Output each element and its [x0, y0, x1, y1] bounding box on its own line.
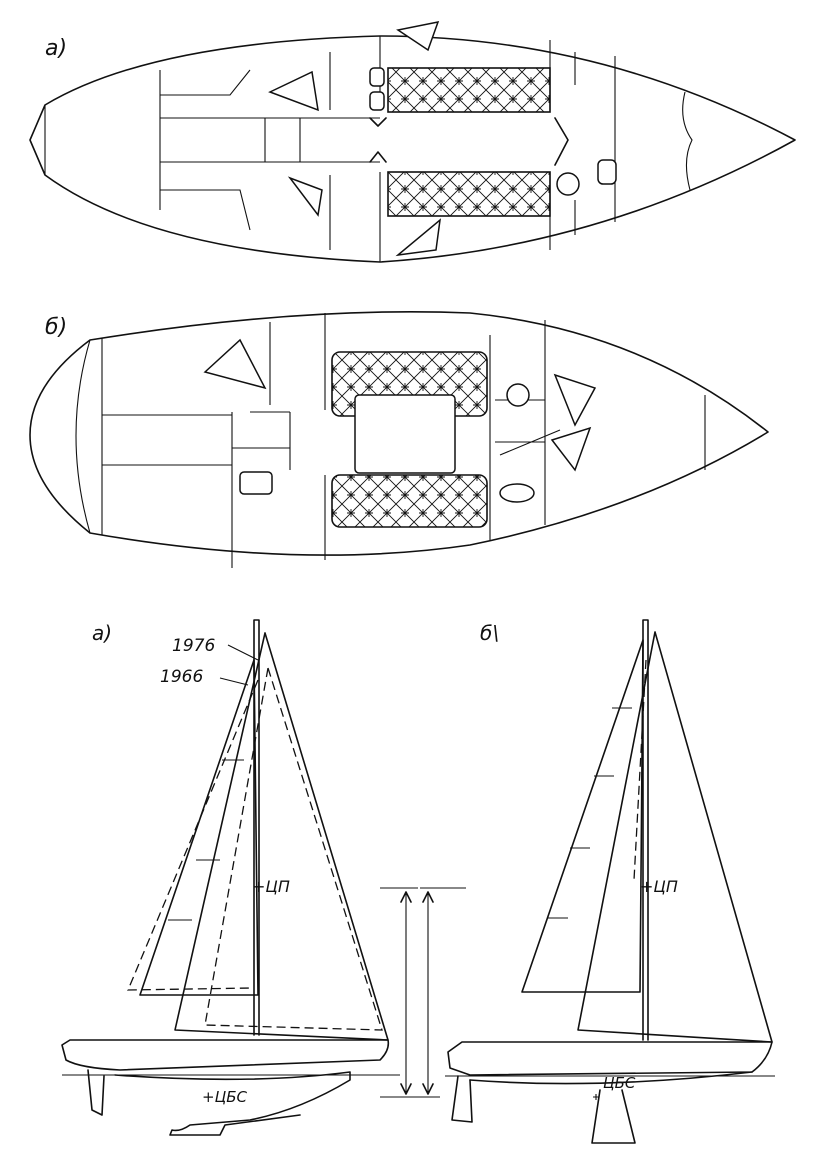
plan-b-head-walls	[489, 335, 545, 540]
keel-a	[114, 1071, 351, 1136]
cp-a-mark: +ЦП	[252, 877, 290, 896]
plan-b-sail-bags	[203, 338, 597, 472]
plan-a-stove	[369, 67, 385, 87]
year-leaders	[219, 644, 259, 686]
keel-b	[591, 1089, 636, 1144]
plan-a-sail-bags	[268, 21, 441, 257]
plan-b-transom	[75, 339, 91, 534]
plan-b-galley-nav	[232, 313, 326, 560]
plan-a-berths	[160, 69, 251, 231]
genoa-b	[577, 631, 773, 1043]
rudder-a	[87, 1069, 105, 1116]
plan-a-basin	[597, 159, 617, 185]
dimension-extension-lines	[380, 887, 466, 1098]
plan-b-forepeak-line	[499, 429, 561, 456]
clr-a-mark: +ЦБС	[202, 1088, 248, 1106]
plan-b-stove	[239, 471, 273, 495]
clr-b-cross	[593, 1094, 599, 1100]
plan-a-chain-locker	[682, 91, 693, 191]
mainsail-b	[521, 639, 644, 993]
plan-a-hull-outline	[29, 35, 796, 263]
sail-plan-a: а) 1976 1966 +ЦП +ЦБС	[61, 619, 466, 1136]
sail-plan-b: б\ +ЦП ЦБС	[445, 619, 775, 1144]
plan-b-settee-lower	[331, 474, 488, 528]
plan-b-toilet	[506, 383, 530, 407]
year-1966: 1966	[160, 667, 203, 687]
plan-a-head-walls	[549, 40, 576, 250]
sail-a-battens	[168, 759, 244, 921]
hull-a	[61, 1039, 390, 1071]
plan-a: а)	[29, 21, 796, 263]
sail-b-label: б\	[480, 621, 499, 645]
plan-b-hull-outline	[29, 311, 769, 556]
plan-a-settee-lower	[387, 171, 551, 217]
mainsail-1976	[139, 659, 259, 996]
plan-a-bulkheads	[159, 56, 616, 222]
sail-a-label: а)	[92, 621, 112, 645]
plan-a-partitions	[329, 36, 381, 262]
sail-b-battens	[548, 707, 632, 919]
genoa-1976	[174, 632, 389, 1041]
plan-b-label: б)	[45, 315, 67, 340]
dimension-lines	[405, 892, 429, 1094]
plan-a-label: а)	[45, 36, 67, 61]
genoa-1966	[204, 667, 383, 1031]
cp-b-mark: +ЦП	[640, 877, 678, 896]
plan-b-bulkheads	[101, 320, 706, 535]
plan-b-companionway	[102, 412, 291, 568]
year-1976: 1976	[172, 636, 215, 656]
plan-b: б)	[29, 311, 769, 568]
plan-b-basin	[499, 483, 535, 503]
plan-a-doors-right	[554, 117, 569, 166]
rudder-b	[451, 1075, 473, 1123]
plan-a-sink	[369, 91, 385, 111]
hull-b	[447, 1041, 773, 1076]
mainsail-b-reef	[633, 659, 647, 881]
plan-a-settee-upper	[387, 67, 551, 113]
dimension-arrows	[400, 891, 434, 1095]
plan-a-doors-left	[369, 117, 387, 163]
plan-a-companionway	[160, 117, 380, 163]
clr-b-mark: ЦБС	[603, 1074, 636, 1092]
plan-a-toilet	[556, 172, 580, 196]
mainsail-1966	[127, 679, 259, 991]
plan-b-table	[354, 394, 456, 474]
